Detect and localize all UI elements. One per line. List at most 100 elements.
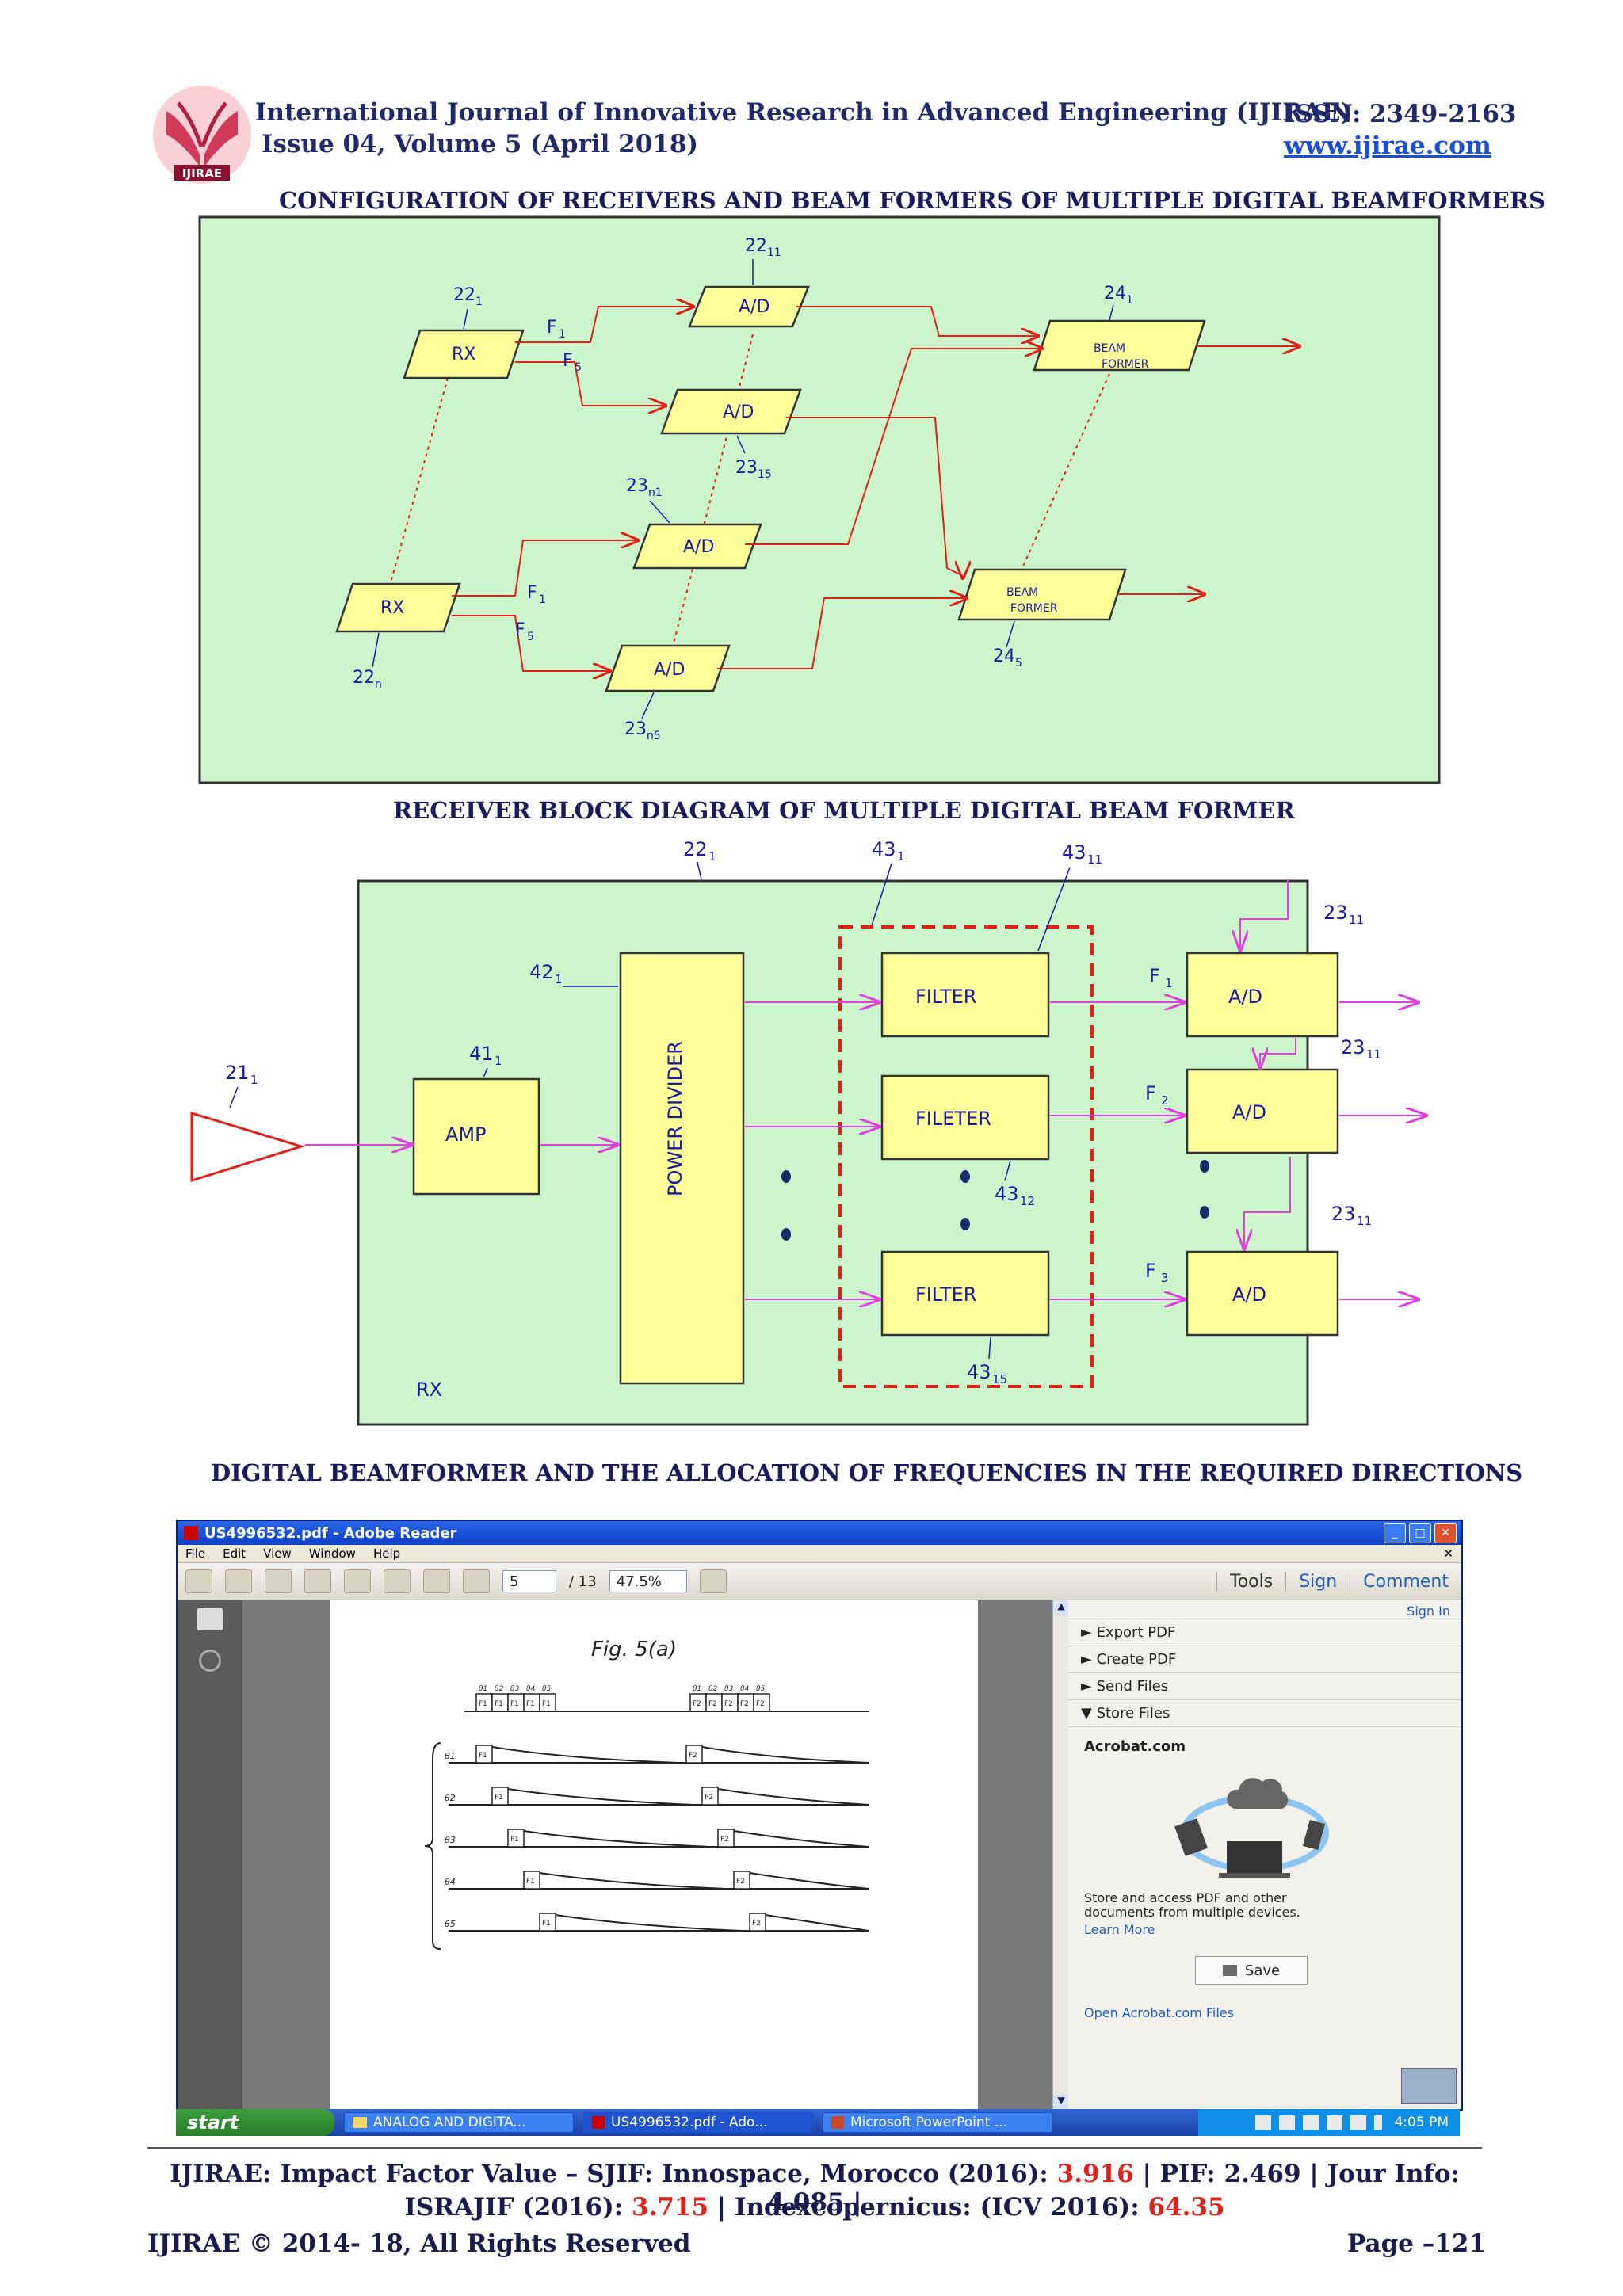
panel-export-pdf[interactable]: ► Export PDF <box>1068 1619 1461 1646</box>
scroll-down-icon[interactable]: ▼ <box>1053 2095 1069 2109</box>
page-number-input[interactable]: 5 <box>502 1570 556 1592</box>
svg-text:A/D: A/D <box>1228 986 1262 1008</box>
power-divider-block: POWER DIVIDER <box>619 952 745 1385</box>
svg-text:11: 11 <box>1366 1047 1381 1062</box>
svg-text:F2: F2 <box>740 1700 749 1708</box>
fit-page-icon[interactable] <box>699 1569 727 1593</box>
copyright: IJIRAE © 2014- 18, All Rights Reserved <box>147 2229 691 2258</box>
svg-text:RX: RX <box>380 598 404 618</box>
zoom-select[interactable]: 47.5% <box>609 1570 687 1592</box>
panel-store-files[interactable]: ▼ Store Files <box>1068 1699 1461 1727</box>
sign-button[interactable]: Sign <box>1285 1571 1350 1592</box>
svg-text:42: 42 <box>529 961 554 983</box>
svg-text:11: 11 <box>767 246 781 259</box>
svg-text:θ5: θ5 <box>542 1685 552 1693</box>
task-analog-digital[interactable]: ANALOG AND DIGITA... <box>344 2112 574 2133</box>
logo-text: IJIRAE <box>182 166 222 181</box>
svg-text:F: F <box>1145 1082 1156 1104</box>
pdf-app-icon <box>184 1526 198 1540</box>
attachment-icon[interactable] <box>199 1650 221 1672</box>
svg-text:AMP: AMP <box>445 1123 487 1146</box>
tools-panel: Sign In ► Export PDF ► Create PDF ► Send… <box>1068 1600 1461 2109</box>
svg-text:θ5: θ5 <box>756 1685 766 1693</box>
menu-window[interactable]: Window <box>308 1547 356 1561</box>
page-up-icon[interactable] <box>463 1569 490 1593</box>
task-powerpoint[interactable]: Microsoft PowerPoint ... <box>823 2112 1052 2133</box>
menu-view[interactable]: View <box>263 1547 292 1561</box>
svg-text:F2: F2 <box>736 1878 745 1886</box>
menu-edit[interactable]: Edit <box>223 1547 246 1561</box>
menu-help[interactable]: Help <box>372 1547 401 1561</box>
comment-button[interactable]: Comment <box>1350 1571 1461 1592</box>
beam-former-2: BEAM FORMER <box>957 568 1127 621</box>
svg-text:22: 22 <box>745 236 767 256</box>
create-pdf-icon[interactable] <box>225 1569 252 1593</box>
figure1-diagram: RX RX A/D A/D A/D A/D BEAM FORMER BEAM F… <box>198 215 1442 786</box>
document-gutter-left <box>242 1600 330 2109</box>
rx-block-1: RX <box>403 329 525 379</box>
page-total: / 13 <box>569 1573 597 1590</box>
window-titlebar[interactable]: US4996532.pdf - Adobe Reader _ □ ✕ <box>178 1521 1461 1545</box>
tray-icons[interactable] <box>1254 2115 1382 2130</box>
print-icon[interactable] <box>384 1569 411 1593</box>
website-link[interactable]: www.ijirae.com <box>1284 132 1491 160</box>
menu-bar: File Edit View Window Help ✕ <box>178 1545 1461 1562</box>
sign-in-link[interactable]: Sign In <box>1407 1604 1450 1619</box>
edit-icon[interactable] <box>265 1569 292 1593</box>
footer-line1: IJIRAE: Impact Factor Value – SJIF: Inno… <box>170 2160 1460 2217</box>
svg-text:A/D: A/D <box>723 402 754 422</box>
figure2-caption: RECEIVER BLOCK DIAGRAM OF MULTIPLE DIGIT… <box>393 797 1295 824</box>
svg-text:2: 2 <box>1161 1093 1169 1108</box>
svg-text:1: 1 <box>1165 976 1173 990</box>
ad-block-f3: A/D <box>1186 1250 1339 1337</box>
start-button[interactable]: start <box>176 2109 334 2136</box>
menu-file[interactable]: File <box>185 1547 206 1561</box>
save-button[interactable]: Save <box>1195 1956 1308 1985</box>
task-adobe-reader[interactable]: US4996532.pdf - Ado... <box>583 2112 813 2133</box>
svg-text:F2: F2 <box>756 1700 765 1708</box>
close-button[interactable]: ✕ <box>1434 1523 1457 1543</box>
issn: ISSN: 2349-2163 <box>1284 100 1517 128</box>
open-icon[interactable] <box>185 1569 212 1593</box>
svg-text:F1: F1 <box>479 1700 487 1708</box>
svg-text:F1: F1 <box>542 1920 551 1928</box>
svg-text:5: 5 <box>1015 657 1022 669</box>
email-icon[interactable] <box>423 1569 450 1593</box>
svg-text:FILTER: FILTER <box>915 1283 976 1306</box>
tools-button[interactable]: Tools <box>1216 1571 1285 1592</box>
svg-text:FILTER: FILTER <box>915 986 976 1008</box>
svg-text:F1: F1 <box>479 1752 487 1760</box>
svg-text:A/D: A/D <box>1232 1101 1266 1123</box>
fig-title: Fig. 5(a) <box>591 1638 677 1661</box>
minimize-button[interactable]: _ <box>1384 1523 1406 1543</box>
svg-text:23: 23 <box>626 476 648 496</box>
panel-create-pdf[interactable]: ► Create PDF <box>1068 1646 1461 1672</box>
svg-text:F: F <box>527 583 537 603</box>
learn-more-link[interactable]: Learn More <box>1084 1922 1155 1937</box>
svg-text:1: 1 <box>1126 294 1133 307</box>
filter-block-1: FILTER <box>880 952 1050 1038</box>
svg-text:θ2: θ2 <box>445 1793 456 1803</box>
menu-close-icon[interactable]: ✕ <box>1443 1547 1453 1561</box>
panel-send-files[interactable]: ► Send Files <box>1068 1672 1461 1699</box>
save-icon[interactable] <box>344 1569 371 1593</box>
svg-text:FORMER: FORMER <box>1102 358 1149 371</box>
svg-text:A/D: A/D <box>1232 1283 1266 1306</box>
svg-text:F: F <box>515 620 525 640</box>
maximize-button[interactable]: □ <box>1409 1523 1431 1543</box>
pages-icon[interactable] <box>197 1608 223 1630</box>
open-acrobat-files-link[interactable]: Open Acrobat.com Files <box>1084 2005 1234 2020</box>
svg-text:22: 22 <box>353 668 375 688</box>
svg-text:FILETER: FILETER <box>915 1108 991 1130</box>
filter-bank-group <box>838 925 1094 1388</box>
figure2-diagram: AMP POWER DIVIDER FILTER FILETER FILTER … <box>174 824 1458 1442</box>
svg-text:F: F <box>547 318 557 338</box>
scroll-up-icon[interactable]: ▲ <box>1053 1600 1069 1615</box>
vertical-scrollbar[interactable]: ▲ ▼ <box>1052 1600 1069 2109</box>
svg-text:θ4: θ4 <box>526 1685 536 1693</box>
svg-text:θ3: θ3 <box>510 1685 520 1693</box>
powerpoint-icon <box>831 2116 844 2129</box>
collapse-panel-icon[interactable] <box>1401 2068 1457 2104</box>
svg-text:F: F <box>563 351 573 371</box>
upload-icon[interactable] <box>304 1569 331 1593</box>
